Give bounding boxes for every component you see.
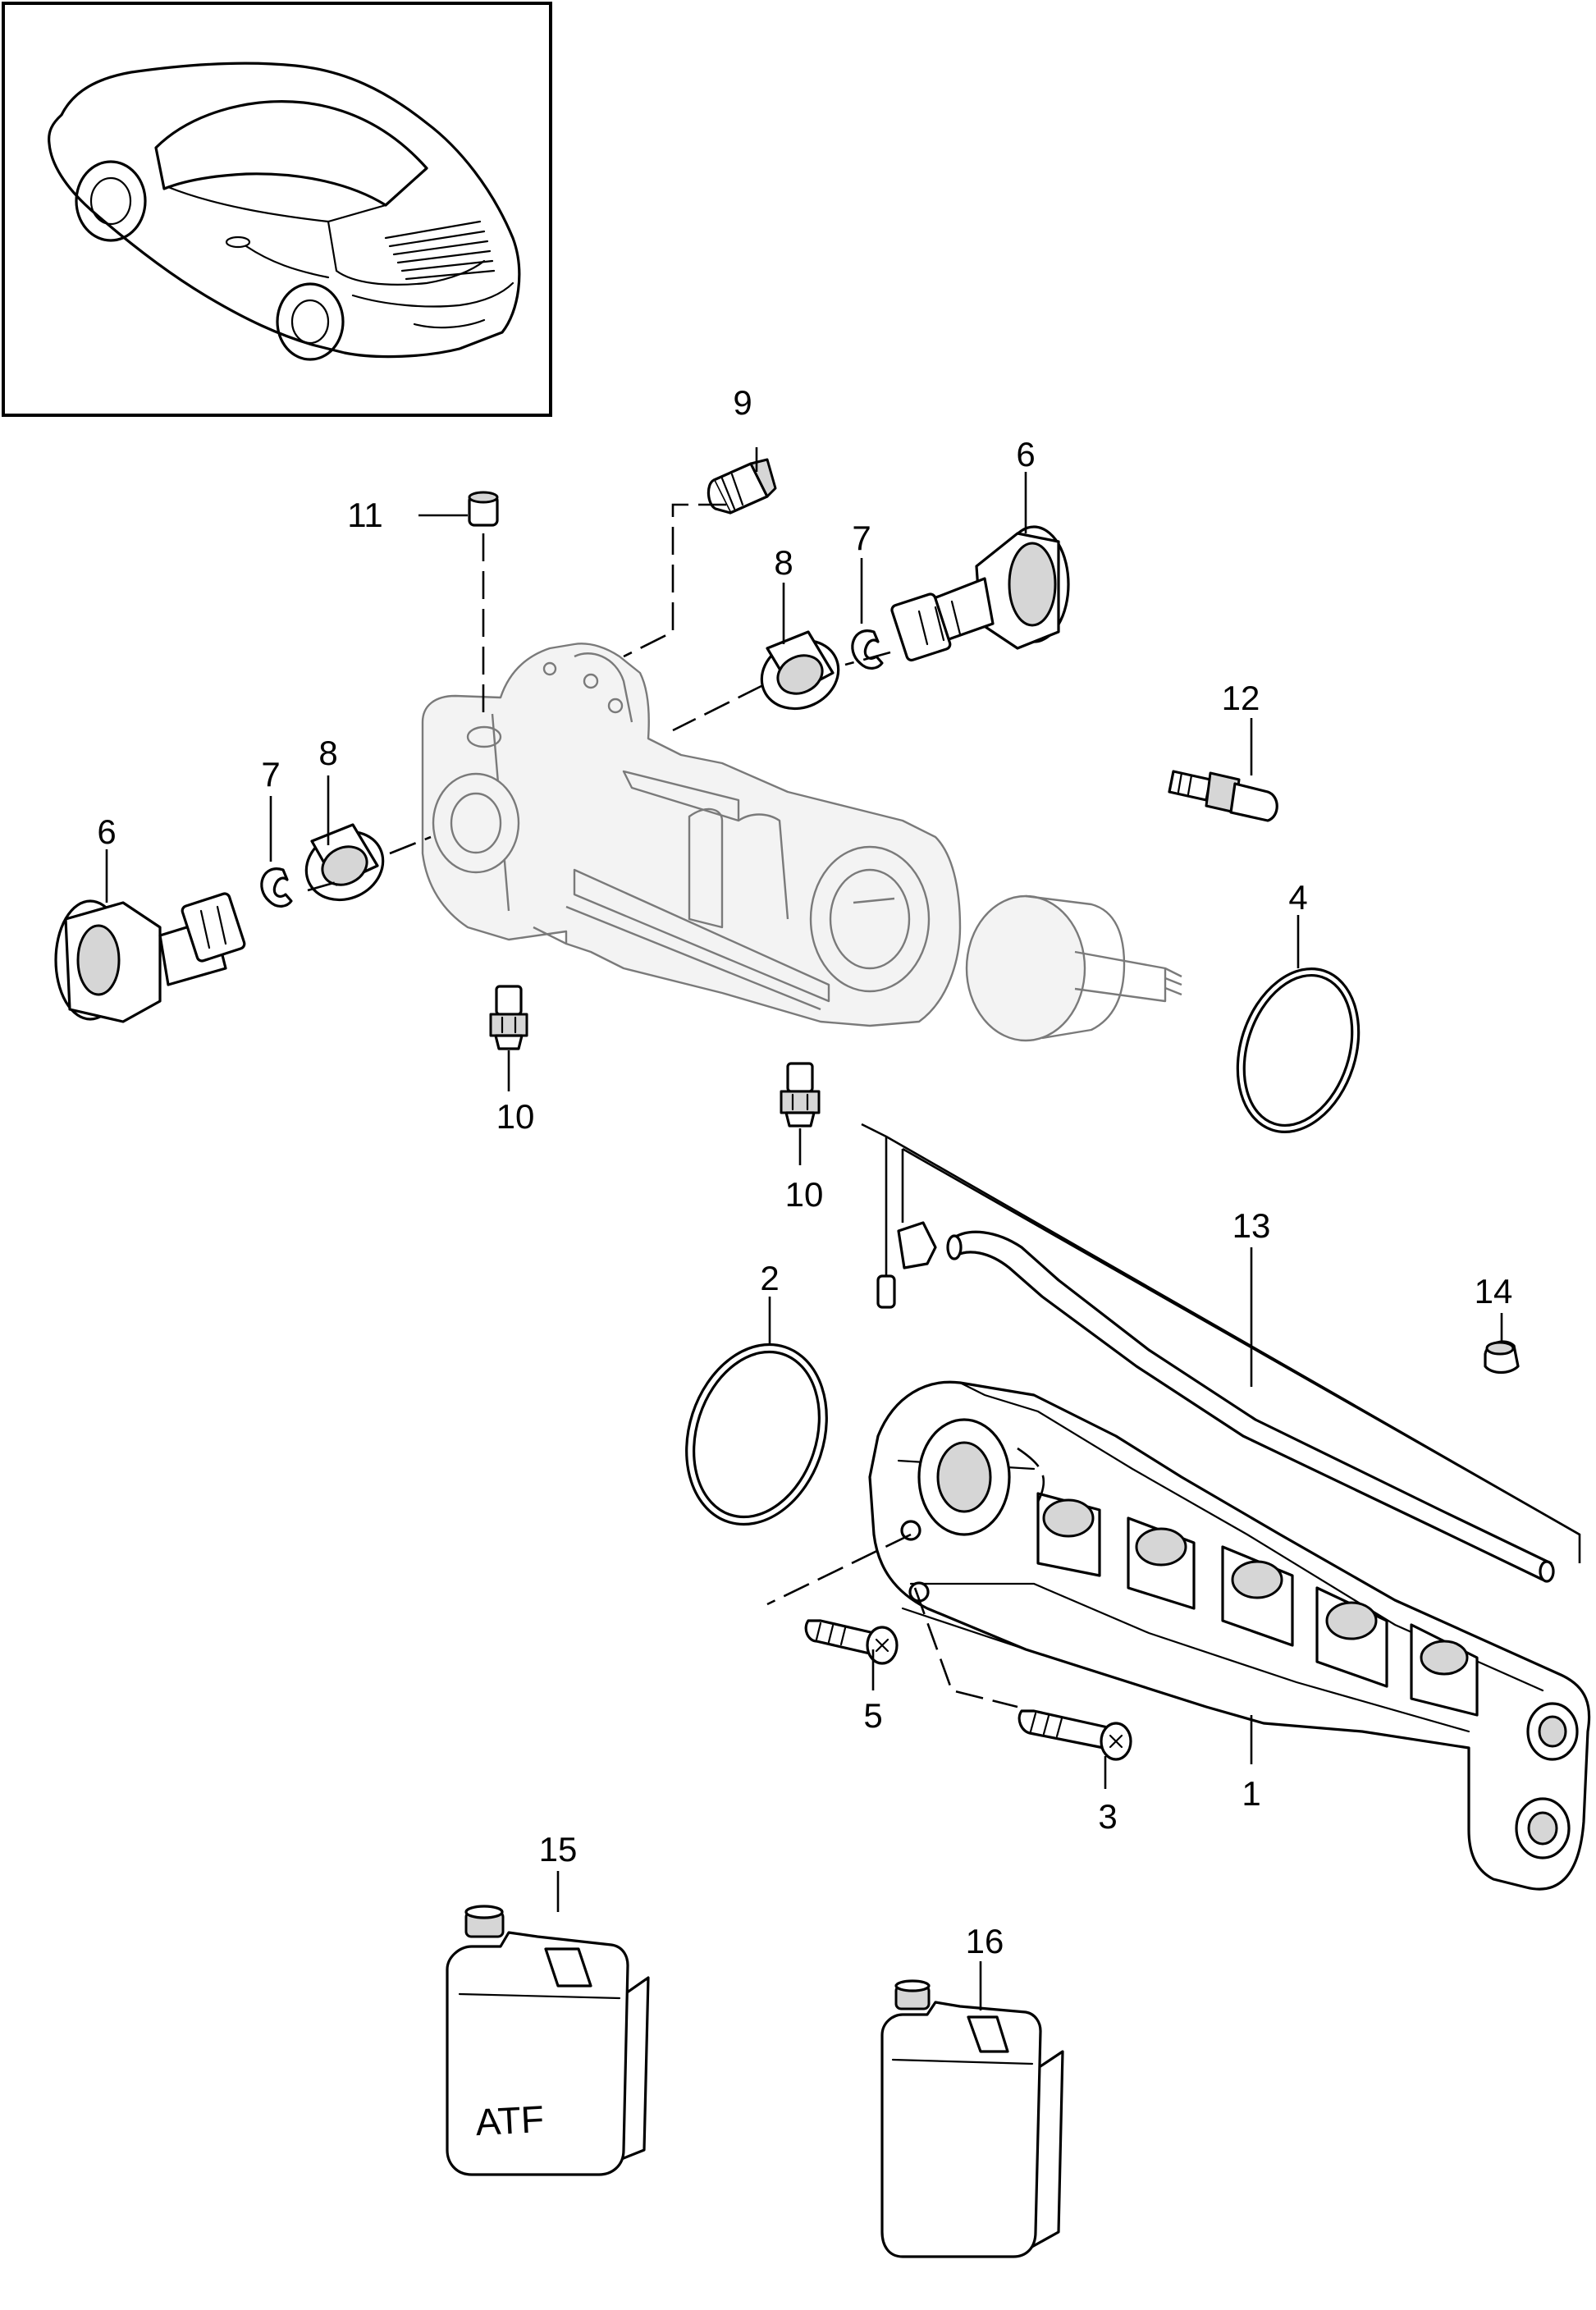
callout-10-left: 10	[496, 1097, 535, 1136]
o-ring-2	[685, 1343, 828, 1526]
flange-shaft-right	[890, 525, 1070, 662]
drain-plug-right	[780, 1062, 821, 1128]
bolt-3	[1018, 1709, 1132, 1761]
callout-6-left: 6	[97, 812, 116, 851]
callout-8-right: 8	[774, 543, 793, 582]
snap-ring-left	[260, 867, 293, 908]
transmission-housing-ghost	[421, 643, 1182, 1042]
callout-2: 2	[760, 1259, 779, 1297]
container-label: ATF	[474, 2097, 545, 2143]
callout-8-left: 8	[318, 734, 337, 772]
callout-7-left: 7	[261, 755, 280, 794]
callout-3: 3	[1098, 1797, 1117, 1836]
callout-5: 5	[863, 1696, 882, 1735]
car-illustration-icon	[48, 62, 521, 361]
callout-11: 11	[347, 496, 383, 534]
pipe-13	[946, 1230, 1555, 1583]
callout-6-right: 6	[1016, 435, 1035, 473]
callout-leaders	[105, 447, 1503, 2010]
assembly-lines	[307, 503, 1581, 1708]
transmission-support-1	[868, 1380, 1591, 1891]
grommet-small	[897, 1221, 937, 1269]
callout-15: 15	[539, 1830, 578, 1869]
flange-shaft-left	[54, 892, 246, 1023]
callout-9: 9	[733, 383, 752, 422]
callout-10-right: 10	[785, 1175, 824, 1214]
temperature-sensor-12	[1168, 770, 1278, 822]
callout-14: 14	[1475, 1272, 1513, 1311]
bolt-5	[804, 1619, 899, 1665]
callout-7-right: 7	[852, 519, 871, 557]
snap-ring-right	[851, 629, 884, 670]
vehicle-thumbnail	[2, 2, 552, 417]
callout-16: 16	[966, 1922, 1004, 1960]
oil-container-16	[880, 1979, 1064, 2258]
callout-13: 13	[1232, 1206, 1271, 1245]
o-ring-4	[1236, 967, 1360, 1133]
callout-12: 12	[1222, 679, 1260, 717]
callout-numbers: 1 2 3 4 5 6 6 7 7 8 8 9 10 10 11 12 13 1…	[97, 383, 1512, 1960]
atf-container-15	[446, 1905, 650, 2176]
sealing-cap-11	[468, 491, 499, 527]
drain-plug-left	[489, 985, 528, 1050]
shaft-seal-left	[304, 823, 385, 902]
cap-14	[1484, 1340, 1520, 1375]
callout-4: 4	[1288, 878, 1307, 917]
callout-1: 1	[1242, 1774, 1260, 1813]
shaft-seal-right	[760, 630, 840, 711]
pin-small	[876, 1274, 896, 1309]
